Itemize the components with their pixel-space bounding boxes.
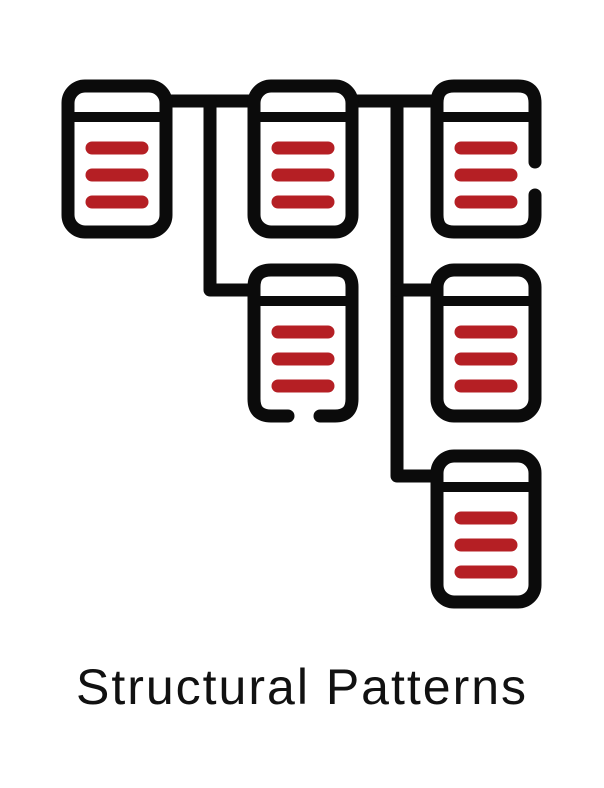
class-box-4 (247, 263, 359, 423)
connector-left-branch (203, 94, 261, 297)
caption-title: Structural Patterns (75, 659, 529, 715)
class-box-5 (430, 263, 542, 423)
connector-right-branch (390, 94, 444, 483)
class-box-6 (430, 449, 542, 609)
class-box-2 (247, 79, 359, 239)
class-hierarchy-diagram (61, 79, 542, 609)
class-box-3 (430, 79, 542, 239)
class-box-1 (61, 79, 173, 239)
